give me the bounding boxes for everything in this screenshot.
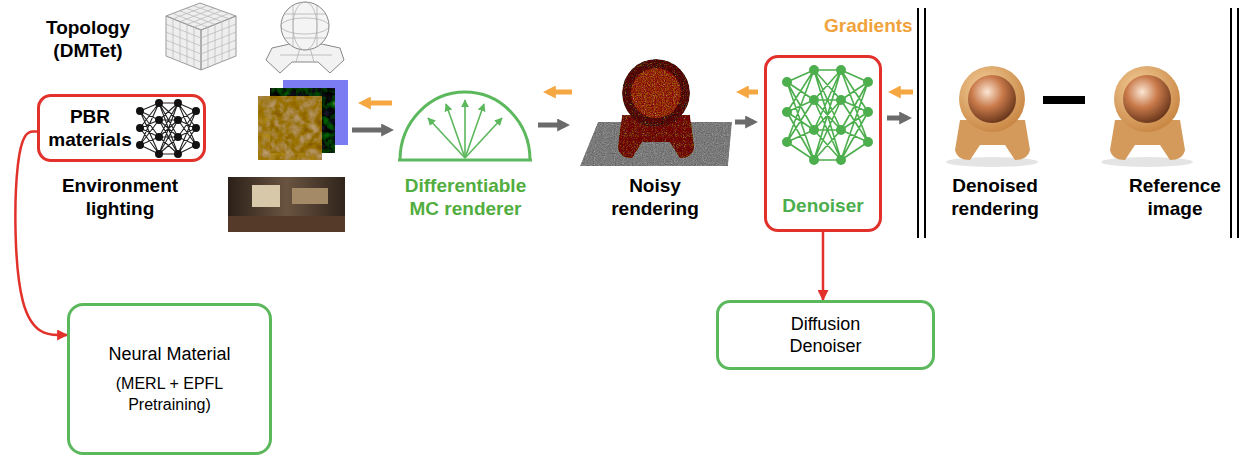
hemisphere [398,92,532,160]
noisy-render [580,59,732,166]
caption-label: Noisy rendering [595,174,715,220]
network-neurons [782,65,873,165]
render-sphere [1114,66,1180,132]
minus-sign [1043,96,1085,104]
norm-bars [918,8,1238,238]
render-sphere [959,66,1025,132]
arrow-connector [822,232,825,300]
node-text: (MERL + EPFL Pretraining) [95,373,245,415]
render-core [968,75,1016,123]
caption-label: Differentiable MC renderer [393,174,538,220]
caption-label: Environment lighting [40,174,200,220]
caption-label: Denoised rendering [935,174,1055,220]
cube-face [166,3,236,70]
render-core [631,68,681,118]
forward-arrow [887,116,907,121]
node-text: Denoiser [782,194,863,217]
network-links [140,103,196,154]
ray-arrow [465,118,502,158]
process-box: Diffusion Denoiser [716,300,935,370]
network-neurons [136,99,200,158]
forward-arrow [735,120,753,125]
caption-label: Topology (DMTet) [38,16,138,62]
texture-map [258,96,322,160]
render-shadow [946,157,1038,167]
process-box: PBR materials [37,94,206,162]
render-core [1123,75,1171,123]
ray-arrow [465,104,484,158]
ray-arrow [446,104,465,158]
cube-grid [166,6,236,68]
gradient-arrow [741,90,758,95]
render-shadow [1101,157,1193,167]
mesh-sphere [281,2,329,50]
process-box: Denoiser [764,55,882,232]
render-sphere [622,59,690,127]
caption-label: Reference image [1122,174,1228,220]
environment-floor [228,216,345,232]
forward-arrow [352,128,389,133]
caption-label: Gradients [824,14,913,37]
process-box: Neural Material (MERL + EPFL Pretraining) [67,303,272,455]
environment-map [228,177,345,232]
ray-arrow [428,118,465,158]
network-links [787,70,868,160]
environment-window [292,188,328,204]
environment-window [252,185,280,207]
ray-arrow [464,100,466,158]
gradient-arrow [893,90,913,95]
node-text: Diffusion Denoiser [776,313,876,357]
forward-arrow [538,123,565,128]
gradient-arrow [548,90,572,95]
gradient-arrow [363,101,392,106]
mesh-lines [280,2,332,62]
node-text: PBR materials [44,105,136,151]
node-text: Neural Material [108,343,230,365]
